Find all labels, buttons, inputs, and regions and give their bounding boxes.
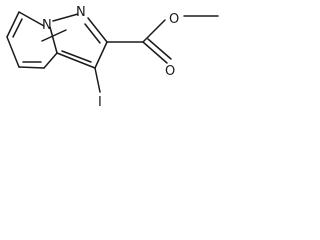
- bond-carbonyl-c-o-double-a: [142, 41, 168, 64]
- bond-c7-c6: [6, 11, 20, 38]
- bond-carbonyl-c-o-ester: [142, 19, 166, 43]
- bond-n2-c2: [87, 17, 108, 43]
- bond-n1-n2: [52, 13, 79, 22]
- bond-n2-c2-inner: [84, 23, 101, 44]
- atom-label-carbonyl-oxygen: O: [165, 64, 175, 79]
- atom-label-iodine: I: [98, 95, 102, 110]
- structure-diagram: N N I O O: [0, 0, 238, 123]
- bond-n1-c7: [18, 11, 45, 27]
- bond-c4-c3a: [43, 52, 58, 69]
- bond-c5-c4: [18, 66, 45, 69]
- bond-c7a-n1: [41, 29, 67, 42]
- bond-c7-c6-inner: [12, 18, 23, 38]
- bond-carbonyl-c-o-double-b: [147, 38, 172, 60]
- atom-label-n-bridgehead: N: [42, 18, 52, 33]
- atom-label-ester-oxygen: O: [169, 12, 179, 27]
- bond-c3-c3a-inner: [61, 50, 92, 63]
- bond-c6-c5: [6, 36, 20, 68]
- atom-label-n-ring: N: [76, 5, 86, 20]
- bond-c3a-n1: [49, 26, 58, 54]
- bond-c2-c3: [94, 41, 108, 69]
- bond-c3-c3a: [56, 52, 96, 69]
- bond-c3-iodine: [94, 67, 101, 93]
- molecule-drawing: N N I O O: [6, 5, 219, 110]
